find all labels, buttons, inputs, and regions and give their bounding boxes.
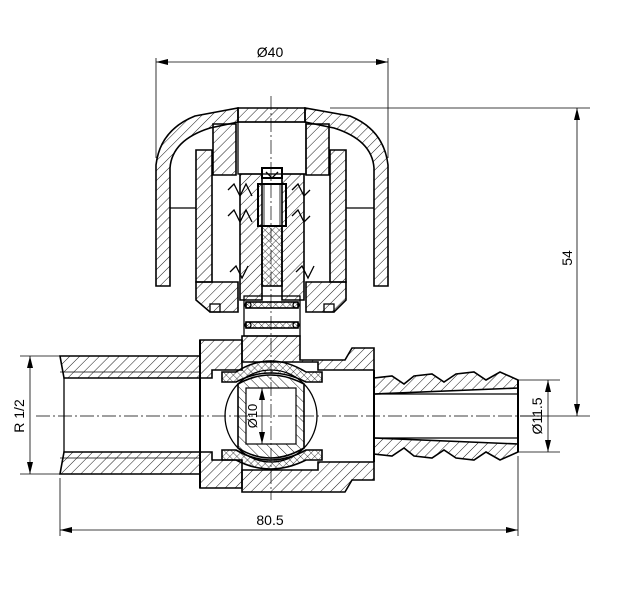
label-knob-diameter: Ø40	[257, 44, 284, 60]
label-height: 54	[559, 250, 575, 266]
label-overall-length: 80.5	[256, 512, 283, 528]
label-nozzle-diameter: Ø11.5	[529, 397, 545, 434]
dimension-overall-length	[59, 456, 519, 536]
dimension-thread	[20, 355, 64, 475]
valve-handle	[155, 107, 389, 313]
dimension-nozzle	[518, 379, 560, 453]
label-bore-diameter: Ø10	[245, 404, 260, 429]
label-thread: R 1/2	[11, 399, 27, 433]
dimension-bore	[259, 388, 265, 444]
dimension-height	[330, 107, 590, 417]
ball	[221, 360, 323, 470]
valve-stem	[227, 121, 315, 337]
valve-body	[59, 335, 375, 493]
hose-nozzle	[373, 371, 519, 461]
